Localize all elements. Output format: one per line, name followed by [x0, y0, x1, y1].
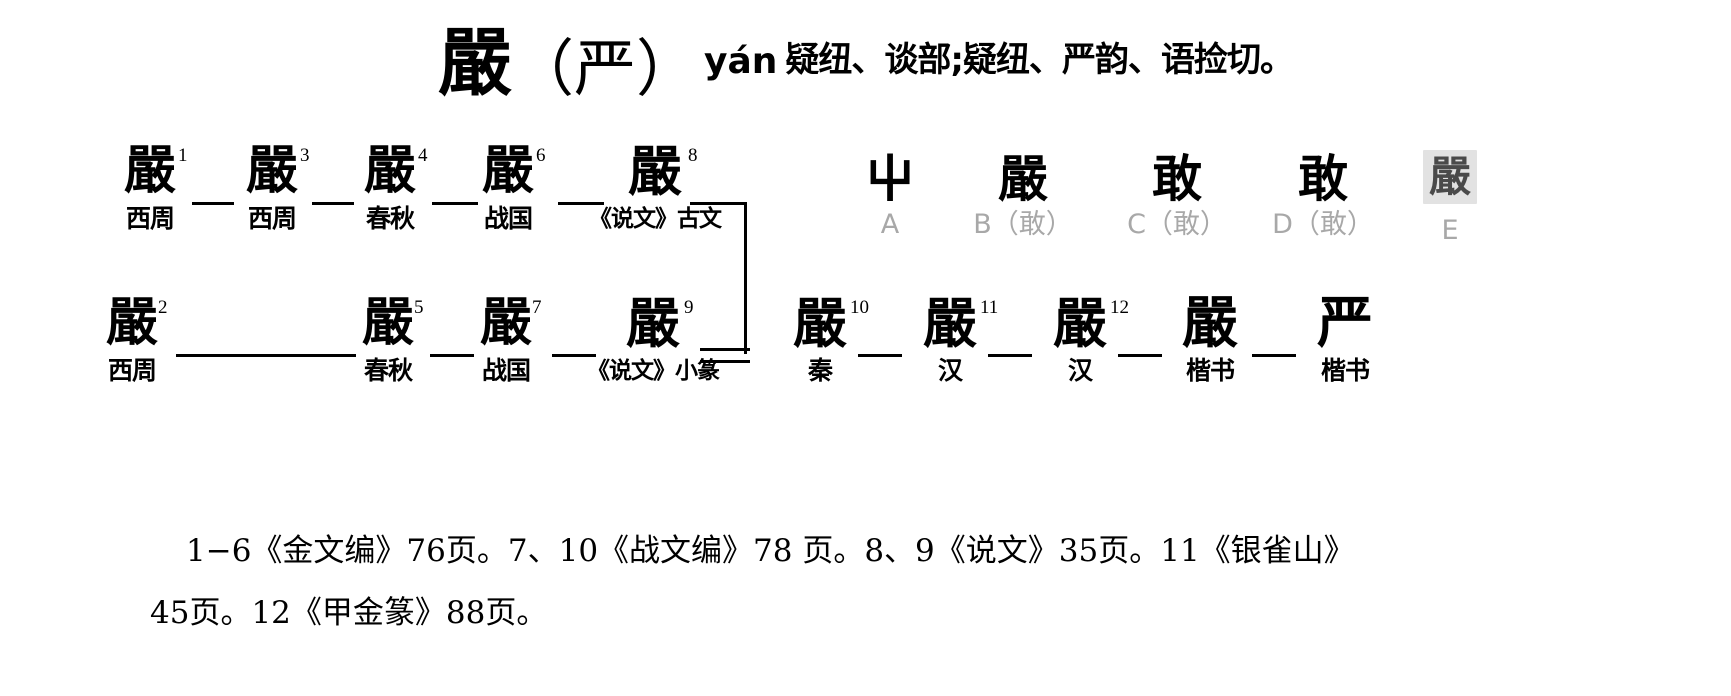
related-label-b: B（敢）: [973, 209, 1073, 240]
glyph-era-kaishu-1: 楷书: [1185, 356, 1235, 385]
glyph-cell-3: 嚴 3 西周: [212, 140, 332, 234]
related-label-d: D（敢）: [1272, 209, 1374, 240]
glyph-era-2: 西周: [107, 356, 157, 385]
connector-12-kaishu1: [1118, 354, 1162, 357]
glyph-7: 嚴: [479, 292, 532, 353]
glyph-era-5: 春秋: [363, 356, 413, 385]
glyph-index-12: 12: [1110, 297, 1129, 318]
glyph-3: 嚴: [245, 140, 298, 201]
related-cell-d: 敢 D（敢）: [1248, 148, 1398, 240]
related-label-c: C（敢）: [1127, 209, 1227, 240]
evolution-row-bottom: 嚴 2 西周 嚴 5 春秋 嚴 7 战国 嚴 9 《说文》小篆 嚴 10 秦 嚴…: [0, 292, 1731, 422]
related-label-e: E: [1441, 215, 1459, 246]
connector-8-bracket: [690, 202, 746, 205]
related-glyph-a: 屮: [865, 149, 915, 208]
connector-11-12: [988, 354, 1032, 357]
glyph-era-kaishu-2: 楷书: [1320, 356, 1370, 385]
glyph-era-6: 战国: [483, 204, 533, 233]
footnote-line-2: 45页。12《甲金篆》88页。: [150, 595, 548, 631]
glyph-era-8: 《说文》古文: [589, 206, 722, 232]
glyph-cell-10: 嚴 10 秦: [760, 292, 880, 386]
glyph-cell-kaishu-2: 严 楷书: [1285, 292, 1405, 386]
glyph-11: 嚴: [923, 291, 977, 355]
headword-character: 嚴: [437, 20, 512, 106]
variant-character: 严: [573, 32, 636, 105]
related-cell-e: 嚴 E: [1400, 150, 1500, 246]
glyph-2: 嚴: [105, 292, 158, 353]
glyph-cell-kaishu-1: 嚴 楷书: [1150, 292, 1270, 386]
evolution-row-top: 嚴 1 西周 嚴 3 西周 嚴 4 春秋 嚴 6 战国 嚴 8 《说文》古文: [0, 140, 1731, 270]
glyph-era-4: 春秋: [365, 204, 415, 233]
glyph-9: 嚴: [626, 291, 680, 355]
connector-4-6: [432, 202, 478, 205]
variant-open-paren: （: [511, 32, 574, 105]
connector-kaishu1-kaishu2: [1252, 354, 1296, 357]
connector-3-4: [312, 202, 354, 205]
glyph-6: 嚴: [481, 140, 534, 201]
glyph-index-11: 11: [980, 297, 999, 318]
highlighted-glyph-box: 嚴: [1422, 150, 1477, 204]
glyph-era-7: 战国: [481, 356, 531, 385]
connector-7-9: [552, 354, 596, 357]
glyph-index-8: 8: [688, 145, 698, 166]
related-cell-b: 嚴 B（敢）: [948, 148, 1098, 240]
glyph-era-11: 汉: [937, 356, 963, 385]
glyph-cell-7: 嚴 7 战国: [446, 292, 566, 386]
glyph-era-3: 西周: [247, 204, 297, 233]
glyph-kaishu-2: 严: [1317, 290, 1373, 356]
glyph-index-7: 7: [532, 297, 542, 318]
glyph-12: 嚴: [1053, 291, 1107, 355]
related-label-a: A: [880, 209, 900, 240]
glyph-cell-11: 嚴 11 汉: [890, 292, 1010, 386]
glyph-8: 嚴: [628, 139, 682, 203]
glyph-cell-5: 嚴 5 春秋: [328, 292, 448, 386]
glyph-cell-8: 嚴 8 《说文》古文: [560, 140, 750, 234]
glyph-era-1: 西周: [125, 204, 175, 233]
phonological-gloss: 疑纽、谈部;疑纽、严韵、语捡切。: [785, 39, 1294, 80]
glyph-index-2: 2: [158, 297, 168, 318]
connector-9-10: [700, 348, 750, 351]
footnote-line-1: 1−6《金文编》76页。7、10《战文编》78 页。8、9《说文》35页。11《…: [186, 533, 1355, 569]
glyph-1: 嚴: [123, 140, 176, 201]
character-evolution-chart: 嚴 1 西周 嚴 3 西周 嚴 4 春秋 嚴 6 战国 嚴 8 《说文》古文: [0, 140, 1731, 460]
glyph-index-1: 1: [178, 145, 188, 166]
glyph-era-9: 《说文》小篆: [587, 358, 720, 384]
variant-close-paren: ）: [636, 32, 699, 105]
glyph-4: 嚴: [363, 140, 416, 201]
pinyin-reading: yán: [704, 40, 778, 82]
glyph-index-6: 6: [536, 145, 546, 166]
source-footnote: 1−6《金文编》76页。7、10《战文编》78 页。8、9《说文》35页。11《…: [150, 520, 1580, 644]
glyph-10: 嚴: [793, 291, 847, 355]
related-glyph-d: 敢: [1298, 149, 1348, 208]
branch-bracket-vertical: [744, 202, 747, 354]
related-cell-a: 屮 A: [840, 148, 940, 240]
connector-9-10-b: [700, 360, 750, 363]
glyph-cell-4: 嚴 4 春秋: [330, 140, 450, 234]
glyph-index-10: 10: [850, 297, 869, 318]
related-glyph-c: 敢: [1152, 149, 1202, 208]
connector-10-11: [858, 354, 902, 357]
connector-1-3: [192, 202, 234, 205]
connector-6-8: [558, 202, 604, 205]
glyph-cell-1: 嚴 1 西周: [90, 140, 210, 234]
glyph-5: 嚴: [361, 292, 414, 353]
related-glyph-e: 嚴: [1428, 152, 1471, 201]
glyph-index-5: 5: [414, 297, 424, 318]
related-cell-c: 敢 C（敢）: [1102, 148, 1252, 240]
glyph-era-10: 秦: [807, 356, 833, 385]
connector-2-5: [176, 354, 356, 357]
glyph-index-3: 3: [300, 145, 310, 166]
glyph-cell-2: 嚴 2 西周: [72, 292, 192, 386]
glyph-kaishu-1: 嚴: [1182, 290, 1238, 356]
related-glyph-b: 嚴: [998, 149, 1048, 208]
glyph-cell-12: 嚴 12 汉: [1020, 292, 1140, 386]
glyph-cell-6: 嚴 6 战国: [448, 140, 568, 234]
connector-5-7: [430, 354, 474, 357]
glyph-index-9: 9: [684, 297, 694, 318]
glyph-cell-9: 嚴 9 《说文》小篆: [558, 292, 748, 386]
glyph-index-4: 4: [418, 145, 428, 166]
glyph-era-12: 汉: [1067, 356, 1093, 385]
related-forms-group: 屮 A 嚴 B（敢） 敢 C（敢） 敢 D（敢） 嚴 E: [840, 148, 1477, 268]
